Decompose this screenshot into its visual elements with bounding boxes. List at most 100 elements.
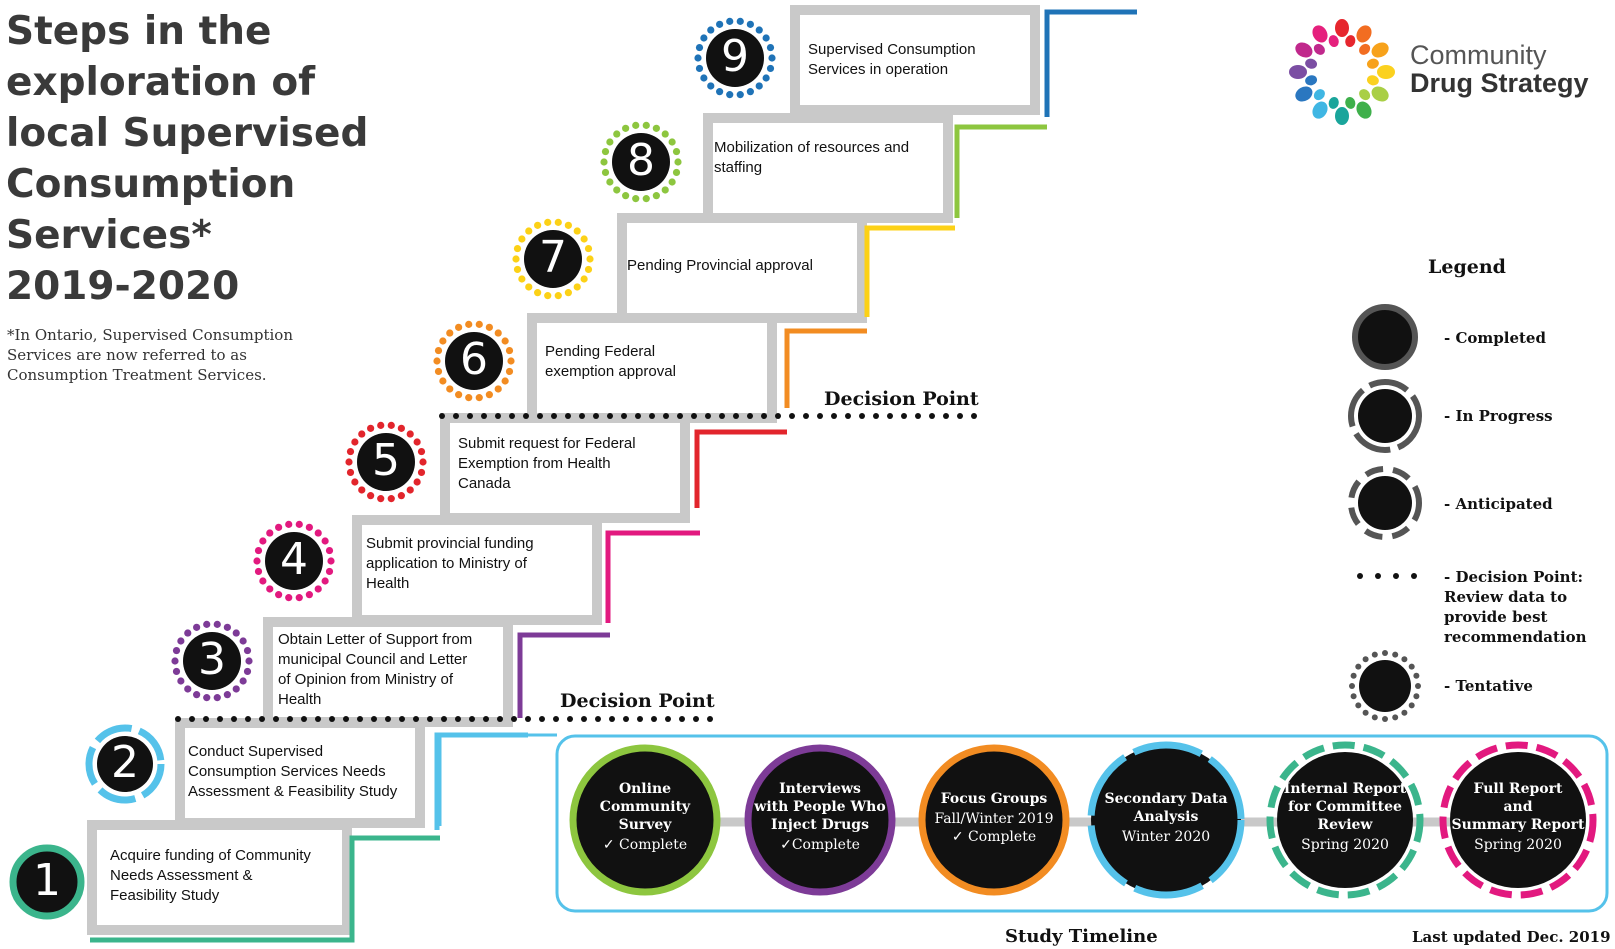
decision-line-upper-dot — [803, 413, 809, 419]
decision-line-upper-dot — [775, 413, 781, 419]
step-7-ring-dot — [573, 283, 581, 291]
step-4-ring-dot — [321, 577, 329, 585]
legend-tentative-ring-dot — [1413, 693, 1420, 700]
step-3-ring-dot — [213, 620, 221, 628]
page-title: Steps in the exploration of local Superv… — [6, 9, 369, 309]
step-6-disc — [445, 332, 503, 390]
decision-line-upper-dot — [635, 413, 641, 419]
decision-line-lower-dot — [553, 716, 559, 722]
step-9-ring-dot — [766, 43, 775, 52]
step-3-disc — [183, 632, 241, 690]
step-5-ring-dot — [377, 495, 385, 503]
decision-line-upper-dot — [859, 413, 865, 419]
step-4-ring-dot — [254, 567, 263, 576]
legend-decision-dot — [1357, 573, 1363, 579]
step-2-ring — [85, 724, 165, 804]
step-7-ring-dot — [584, 244, 593, 253]
logo-petal — [1371, 86, 1389, 102]
decision-line-upper-dot — [495, 413, 501, 419]
step-7-ring-dot — [544, 218, 552, 226]
step-8-ring-dot — [674, 158, 682, 166]
legend-title: Legend — [1428, 256, 1506, 278]
logo-petal — [1295, 86, 1313, 102]
step-5-ring-dot — [351, 478, 359, 486]
step-7-ring-dot — [564, 221, 572, 229]
step-7-ring-dot — [554, 292, 562, 300]
step-3-accent-line — [517, 632, 610, 718]
step-8-ring-dot — [652, 124, 660, 132]
decision-line-lower-dot — [441, 716, 447, 722]
step-6-ring-dot — [434, 367, 443, 376]
decision-line-lower-dot — [343, 716, 349, 722]
logo-petal — [1328, 35, 1339, 48]
step-9-box — [790, 5, 1040, 115]
decision-line-lower-dot — [175, 716, 181, 722]
logo-petal — [1345, 96, 1356, 109]
step-4-ring-dot — [305, 591, 313, 599]
step-3-ring-dot — [193, 691, 201, 699]
timeline-item-3-circle — [918, 744, 1070, 896]
step-3-ring-dot — [171, 657, 179, 665]
logo-petal — [1312, 25, 1328, 43]
step-4-ring-dot — [325, 567, 334, 576]
legend-tentative-ring-dot — [1371, 651, 1378, 658]
step-4-ring-dot — [285, 520, 293, 528]
step-9-ring-dot — [700, 34, 708, 42]
step-3-ring-dot — [232, 685, 240, 693]
step-7-ring-dot — [544, 292, 552, 300]
timeline-item-3-status: Fall/Winter 2019 ✓ Complete — [934, 811, 1054, 845]
logo-petal — [1335, 107, 1349, 125]
step-3-ring-dot — [223, 691, 231, 699]
decision-line-lower-dot — [707, 716, 713, 722]
step-9-ring-dot — [762, 34, 770, 42]
legend-tentative-icon — [1359, 660, 1411, 712]
step-7-ring-dot — [534, 289, 542, 297]
step-6-ring-dot — [505, 367, 514, 376]
step-7-ring-dot — [534, 221, 542, 229]
decision-line-upper-dot — [551, 413, 557, 419]
decision-line-upper-dot — [649, 413, 655, 419]
decision-line-lower-dot — [581, 716, 587, 722]
logo-petal — [1371, 42, 1389, 58]
legend-tentative-ring-dot — [1382, 650, 1388, 656]
step-7-label: Pending Provincial approval — [627, 257, 813, 274]
step-4-ring-dot — [295, 594, 303, 602]
decision-line-upper-dot — [705, 413, 711, 419]
step-6-ring-dot — [475, 394, 483, 402]
step-7-ring-dot — [513, 265, 522, 274]
decision-line-lower-dot — [623, 716, 629, 722]
step-7-number: 7 — [539, 232, 567, 283]
step-6-ring-dot — [465, 394, 473, 402]
decision-line-upper-dot — [593, 413, 599, 419]
decision-line-lower-dot — [427, 716, 433, 722]
step-9-ring-dot — [746, 20, 754, 28]
legend-tentative-ring-dot — [1371, 714, 1378, 721]
step-8-ring-dot — [613, 130, 621, 138]
step-6-ring-dot — [446, 385, 454, 393]
step-3-ring-dot — [203, 694, 211, 702]
step-9-ring-dot — [746, 88, 754, 96]
step-3-ring-dot — [243, 646, 252, 655]
decision-line-upper-dot — [467, 413, 473, 419]
step-7-ring-dot — [518, 235, 526, 243]
legend-decision-dot — [1411, 573, 1417, 579]
step-8-ring-dot — [661, 130, 669, 138]
legend-tentative-ring-dot — [1350, 672, 1357, 679]
timeline-item-2-circle — [744, 744, 896, 896]
step-4-ring-dot — [266, 529, 274, 537]
logo-text-drug-strategy: Drug Strategy — [1410, 68, 1589, 98]
timeline-item-4-status: Winter 2020 — [1121, 829, 1211, 845]
step-2-disc — [97, 736, 153, 792]
step-8-ring-dot — [642, 195, 650, 203]
step-5-ring-dot — [406, 430, 414, 438]
step-6-ring-dot — [494, 329, 502, 337]
step-5-marker — [345, 421, 427, 503]
timeline-item-1-status: ✓ Complete — [602, 837, 688, 853]
logo-petal — [1366, 58, 1379, 69]
legend-tentative-ring-dot — [1382, 716, 1388, 722]
timeline-item-4-title: Secondary Data Analysis — [1104, 791, 1228, 825]
decision-line-upper-dot — [607, 413, 613, 419]
decision-line-lower-dot — [259, 716, 265, 722]
step-9-ring-dot — [700, 74, 708, 82]
